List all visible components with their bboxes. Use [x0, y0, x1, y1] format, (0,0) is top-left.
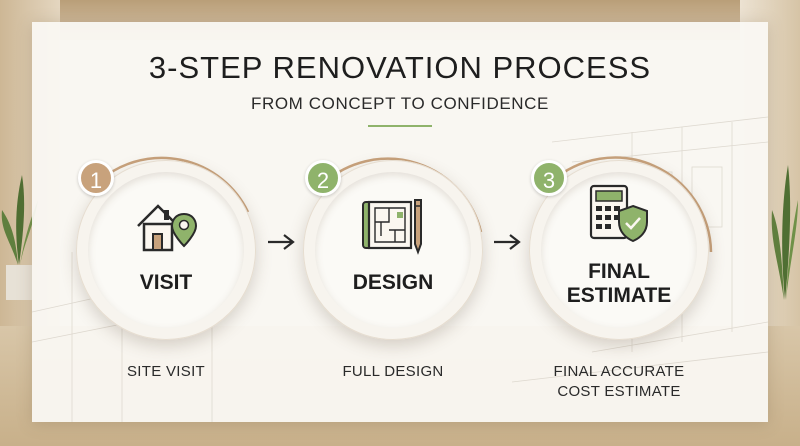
- step-3-caption-line-1: FINAL ACCURATE: [553, 363, 685, 380]
- blueprint-pencil-icon: [362, 199, 422, 255]
- step-2-caption: FULL DESIGN: [342, 363, 444, 380]
- arrow-right-icon: [494, 234, 521, 250]
- step-2-badge: 2: [305, 160, 341, 196]
- step-3-title: FINAL ESTIMATE: [539, 260, 699, 308]
- step-2-inner-circle: [315, 172, 471, 328]
- step-3-caption: FINAL ACCURATE COST ESTIMATE: [509, 362, 729, 402]
- step-2-title: DESIGN: [352, 271, 434, 294]
- step-1-title: VISIT: [139, 271, 193, 294]
- house-location-pin-icon: [137, 204, 198, 252]
- page-subtitle: FROM CONCEPT TO CONFIDENCE: [250, 94, 549, 113]
- step-3-title-line-2: ESTIMATE: [566, 284, 672, 307]
- step-1-badge: 1: [78, 160, 114, 196]
- step-3-title-line-1: FINAL: [588, 260, 650, 283]
- process-card: 3-STEP RENOVATION PROCESS FROM CONCEPT T…: [32, 22, 768, 422]
- step-design: 2 DESIGN: [303, 157, 483, 340]
- step-3-caption-line-2: COST ESTIMATE: [557, 383, 681, 400]
- step-visit: 1 VISIT: [76, 156, 256, 340]
- arrow-right-icon: [268, 234, 295, 250]
- step-3-accent-arc: [550, 156, 713, 253]
- page-title: 3-STEP RENOVATION PROCESS: [148, 50, 652, 85]
- calculator-shield-icon: [589, 184, 648, 243]
- step-1-caption: SITE VISIT: [126, 363, 205, 380]
- plant-right-icon: [771, 165, 798, 300]
- step-3-badge: 3: [531, 160, 567, 196]
- step-final-estimate: 3 FINAL ESTIMATE: [529, 156, 713, 340]
- title-divider: [368, 125, 432, 127]
